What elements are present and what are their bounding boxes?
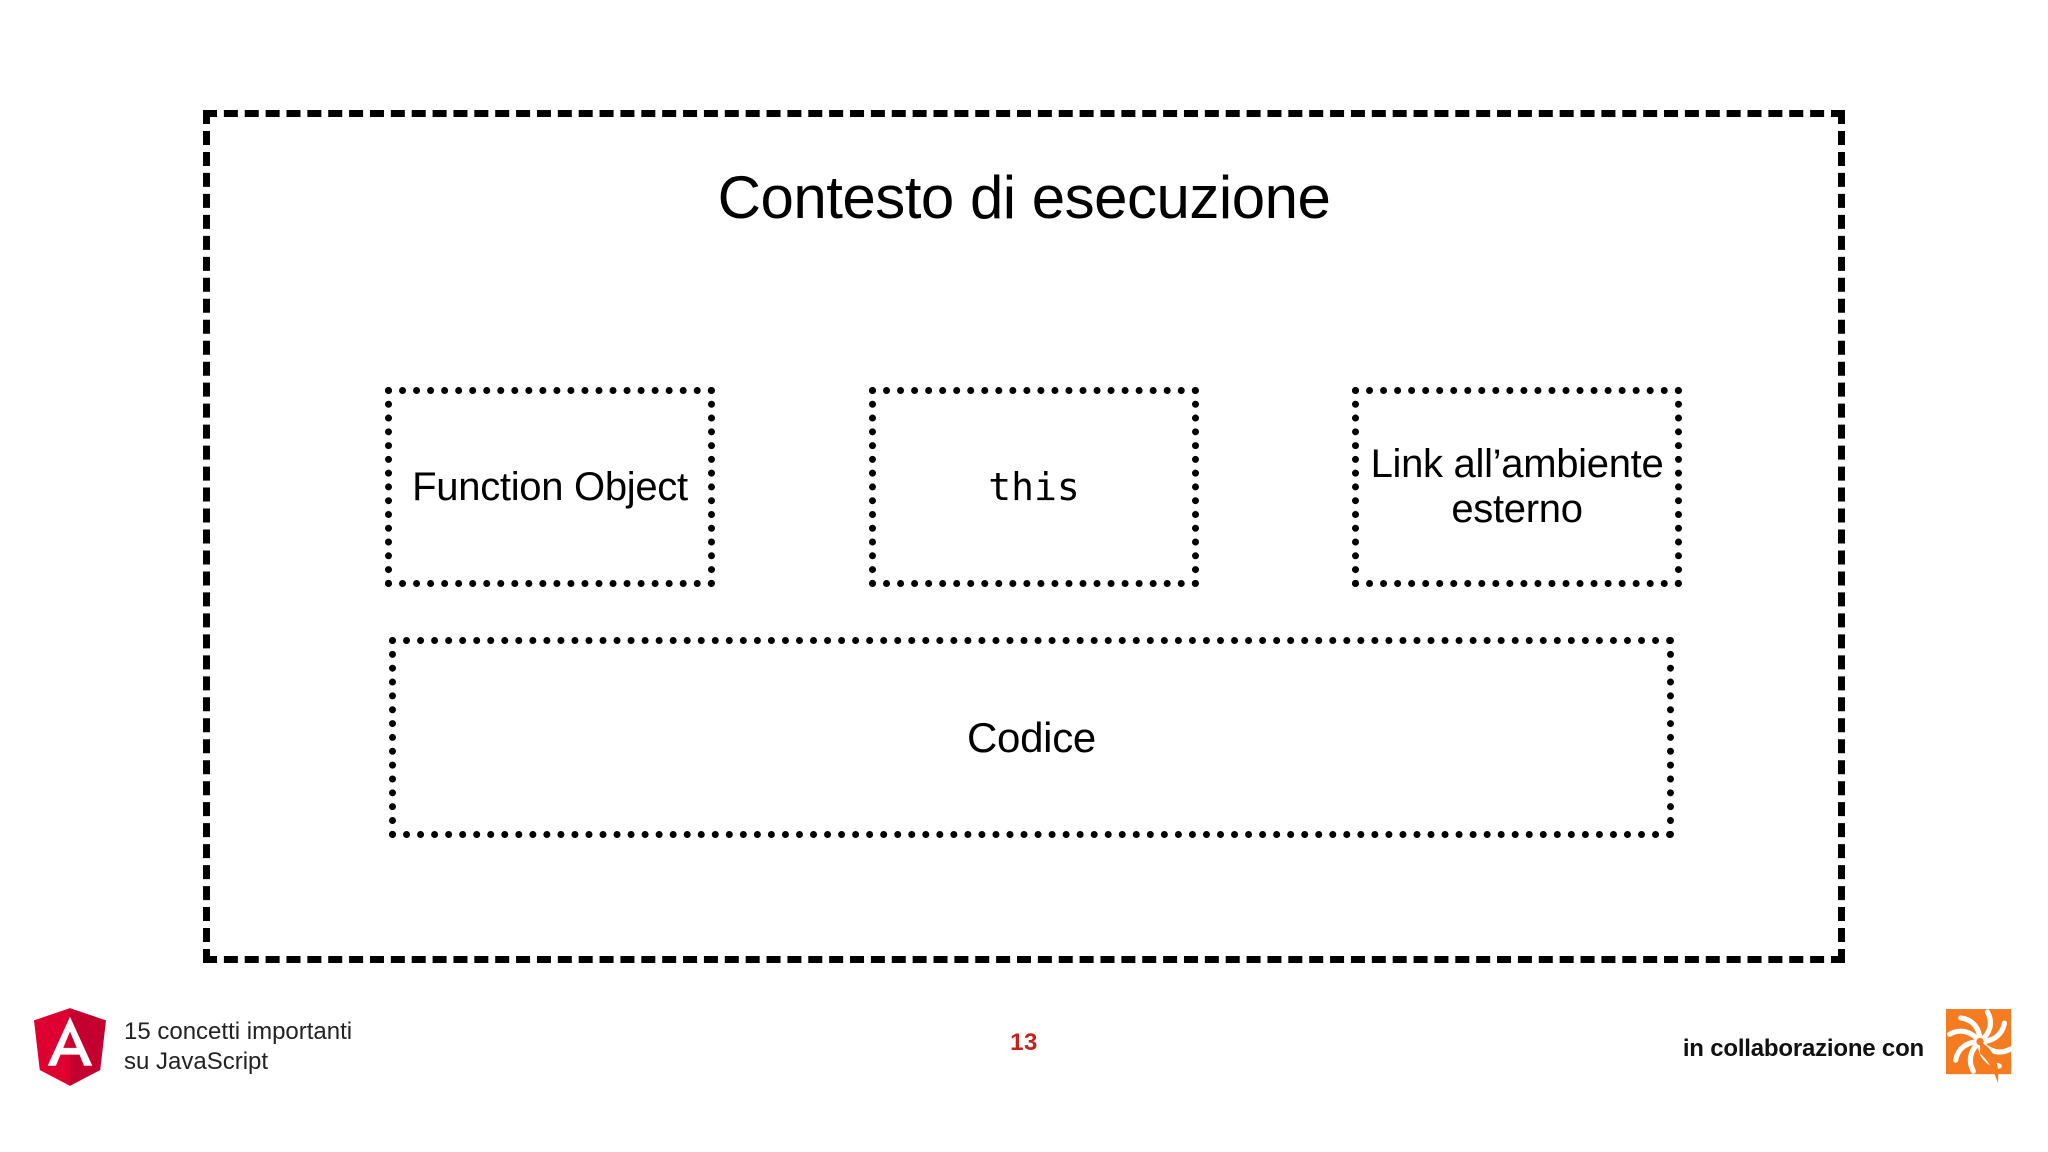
slide-footer: 15 concetti importanti su JavaScript 13 …: [0, 1007, 2048, 1152]
page-number: 13: [1010, 1029, 1038, 1056]
context-slot-row: Function Object this Link all’ambiente e…: [385, 387, 1682, 587]
this-box: this: [869, 387, 1199, 587]
this-label: this: [988, 464, 1080, 509]
footer-left-group: 15 concetti importanti su JavaScript: [34, 1008, 352, 1086]
deck-title: 15 concetti importanti su JavaScript: [124, 1018, 353, 1075]
code-box: Codice: [389, 637, 1674, 838]
code-box-label: Codice: [967, 713, 1096, 761]
footer-right-group: in collaborazione con: [1683, 1009, 2020, 1089]
collaboration-label: in collaborazione con: [1682, 1035, 1924, 1062]
angular-logo-icon: [34, 1008, 106, 1086]
function-object-label: Function Object: [412, 464, 688, 509]
partner-swirl-logo-icon: [1946, 1009, 2020, 1089]
outer-environment-link-label: Link all’ambiente esterno: [1370, 442, 1664, 531]
function-object-box: Function Object: [385, 387, 715, 587]
page-title: Contesto di esecuzione: [717, 164, 1331, 231]
execution-context-frame: Contesto di esecuzione Function Object t…: [203, 110, 1845, 963]
outer-environment-link-box: Link all’ambiente esterno: [1352, 387, 1682, 587]
